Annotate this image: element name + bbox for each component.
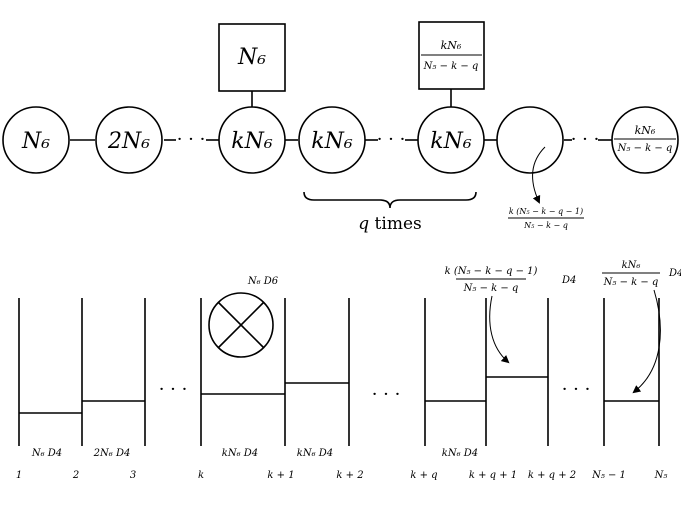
- gauge-node: [417, 106, 485, 174]
- top-fraction-denominator: N₅ − k − q: [463, 283, 519, 294]
- d6-label: N₆ D6: [247, 276, 279, 287]
- flavor-box: [218, 23, 286, 92]
- d4-stack-label: N₆ D4: [31, 448, 62, 459]
- top-fraction-suffix: D4: [561, 275, 576, 286]
- ns5-index-label: N₅ − 1: [591, 470, 626, 481]
- quiver-dots: · · ·: [177, 129, 206, 150]
- d4-arrow: [632, 289, 661, 394]
- top-fraction-suffix: D4: [668, 268, 681, 279]
- node-label: N₆: [21, 129, 50, 154]
- d6-brane-icon: [208, 292, 274, 358]
- ns5-index-label: 2: [72, 470, 79, 481]
- gauge-node: [2, 106, 70, 174]
- d4-stack-label: kN₆ D4: [222, 448, 258, 459]
- gauge-node: [218, 106, 286, 174]
- ns5-index-label: N₅: [654, 470, 668, 481]
- annotation-arrow: [532, 146, 546, 204]
- ns5-index-label: k + 2: [336, 470, 363, 481]
- gauge-node: [95, 106, 163, 174]
- top-fraction-numerator: kN₆: [622, 260, 641, 271]
- top-fraction-numerator: k (N₅ − k − q − 1): [445, 266, 538, 277]
- flavor-label: N₆: [237, 45, 266, 70]
- ns5-index-label: k + q + 2: [528, 470, 576, 481]
- node-label: kN₆: [311, 129, 353, 154]
- quiver-dots: · · ·: [377, 129, 406, 150]
- brane-dots: · · ·: [562, 379, 591, 400]
- node-label: kN₆: [231, 129, 273, 154]
- underbrace: [303, 191, 477, 209]
- flavor-label-numerator: kN₆: [441, 39, 462, 52]
- node-label-numerator: kN₆: [635, 124, 656, 137]
- brace-label: q times: [358, 214, 421, 234]
- brane-dots: · · ·: [159, 379, 188, 400]
- node-label: kN₆: [430, 129, 472, 154]
- quiver: · · · · · · · · · N₆ 2N₆ kN₆ kN₆ kN₆ kN₆…: [2, 21, 679, 234]
- d4-arrow: [489, 295, 510, 364]
- ns5-index-label: k + q: [410, 470, 437, 481]
- ns5-index-label: k + 1: [267, 470, 294, 481]
- flavor-label-denominator: N₅ − k − q: [423, 61, 479, 72]
- quiver-dots: · · ·: [571, 129, 600, 150]
- d4-stack-label: kN₆ D4: [297, 448, 333, 459]
- gauge-node: [611, 106, 679, 174]
- node-label: 2N₆: [107, 129, 150, 154]
- brane-setup: N₆ D6 · · · · · · · · · N₆ D4 2N₆ D4 kN₆…: [16, 260, 681, 481]
- flavor-box: [418, 21, 485, 90]
- ns5-index-label: k + q + 1: [469, 470, 517, 481]
- gauge-node: [298, 106, 366, 174]
- top-fraction-denominator: N₅ − k − q: [603, 277, 659, 288]
- ns5-index-label: 1: [16, 470, 22, 481]
- annotation-denominator: N₅ − k − q: [523, 221, 568, 230]
- node-label-denominator: N₅ − k − q: [617, 143, 673, 154]
- gauge-node: [496, 106, 564, 174]
- annotation-numerator: k (N₅ − k − q − 1): [509, 207, 583, 216]
- ns5-index-label: 3: [130, 470, 136, 481]
- ns5-index-label: k: [198, 470, 204, 481]
- d4-stack-label: kN₆ D4: [442, 448, 478, 459]
- brane-dots: · · ·: [372, 384, 401, 405]
- d4-stack-label: 2N₆ D4: [93, 448, 131, 459]
